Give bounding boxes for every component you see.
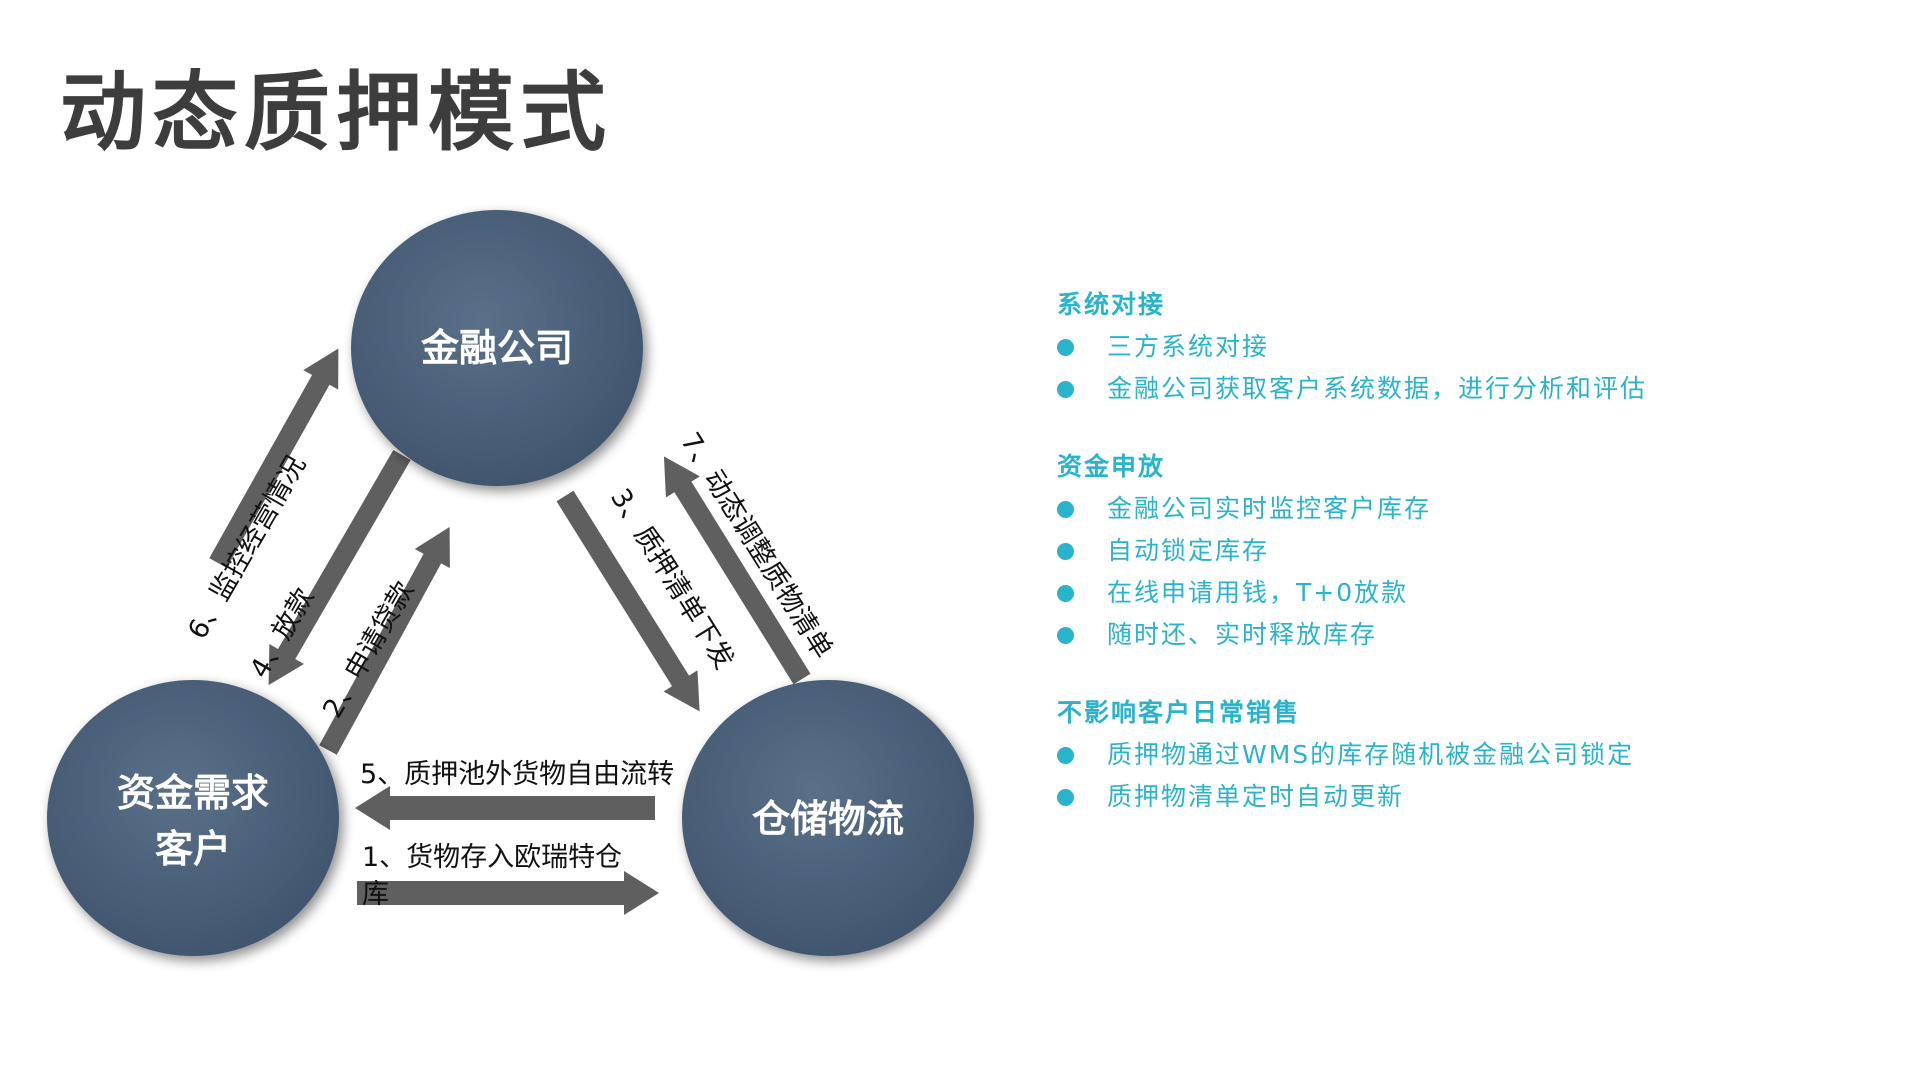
arrow-loan-release xyxy=(268,449,411,686)
node-finance-company-label: 金融公司 xyxy=(420,326,573,370)
arrow-goods-deposit xyxy=(357,871,659,915)
label-step2: 2、申请贷款 xyxy=(317,576,420,723)
arrows xyxy=(209,348,811,915)
list-item: 自动锁定库存 xyxy=(1057,536,1877,566)
node-customer: 资金需求 客户 xyxy=(47,680,339,956)
list-item-text: 自动锁定库存 xyxy=(1107,536,1270,565)
page-title: 动态质押模式 xyxy=(60,63,612,163)
section-title: 不影响客户日常销售 xyxy=(1057,698,1301,727)
bullet-icon xyxy=(1057,381,1074,398)
section-sales-unaffected: 不影响客户日常销售 质押物通过WMS的库存随机被金融公司锁定 质押物清单定时自动… xyxy=(1057,698,1877,812)
node-customer-label-line2: 客户 xyxy=(155,827,231,871)
list-item-text: 质押物清单定时自动更新 xyxy=(1107,782,1405,811)
feature-panel: 系统对接 三方系统对接 金融公司获取客户系统数据，进行分析和评估 资金申放 金融… xyxy=(1057,290,1877,860)
label-step5: 5、质押池外货物自由流转 xyxy=(360,759,674,790)
bullet-icon xyxy=(1057,501,1074,518)
list-item-text: 三方系统对接 xyxy=(1107,332,1270,361)
list-item-text: 在线申请用钱，T+0放款 xyxy=(1107,578,1409,607)
list-item: 三方系统对接 xyxy=(1057,332,1877,362)
arrow-adjust-pledge-list xyxy=(663,456,811,685)
list-item: 在线申请用钱，T+0放款 xyxy=(1057,578,1877,608)
bullet-icon xyxy=(1057,789,1074,806)
list-item: 金融公司获取客户系统数据，进行分析和评估 xyxy=(1057,374,1877,404)
arrow-goods-free-flow xyxy=(355,786,655,830)
list-item: 质押物通过WMS的库存随机被金融公司锁定 xyxy=(1057,740,1877,770)
label-step1-line1: 1、货物存入欧瑞特仓 xyxy=(362,842,622,873)
node-customer-label-line1: 资金需求 xyxy=(117,771,269,815)
section-title: 系统对接 xyxy=(1057,290,1166,319)
arrow-apply-loan xyxy=(319,526,450,755)
node-warehouse: 仓储物流 xyxy=(682,680,974,956)
list-item: 金融公司实时监控客户库存 xyxy=(1057,494,1877,524)
node-warehouse-label: 仓储物流 xyxy=(752,797,904,841)
arrow-pledge-list-issue xyxy=(556,490,700,712)
list-item: 随时还、实时释放库存 xyxy=(1057,620,1877,650)
bullet-icon xyxy=(1057,747,1074,764)
list-item-text: 金融公司实时监控客户库存 xyxy=(1107,494,1432,523)
bullet-icon xyxy=(1057,339,1074,356)
pledge-flow-diagram: 金融公司 资金需求 客户 仓储物流 6、监控经营情况 4、放款 2、申请贷款 3… xyxy=(47,210,974,956)
arrow-monitor-operations xyxy=(209,348,339,568)
section-title: 资金申放 xyxy=(1057,452,1166,481)
list-item: 质押物清单定时自动更新 xyxy=(1057,782,1877,812)
label-step1-line2: 库 xyxy=(362,879,389,910)
node-finance-company: 金融公司 xyxy=(351,210,643,486)
list-item-text: 质押物通过WMS的库存随机被金融公司锁定 xyxy=(1107,740,1635,769)
bullet-icon xyxy=(1057,543,1074,560)
section-fund-application: 资金申放 金融公司实时监控客户库存 自动锁定库存 在线申请用钱，T+0放款 随时… xyxy=(1057,452,1877,650)
list-item-text: 随时还、实时释放库存 xyxy=(1107,620,1378,649)
list-item-text: 金融公司获取客户系统数据，进行分析和评估 xyxy=(1107,374,1648,403)
bullet-icon xyxy=(1057,585,1074,602)
bullet-icon xyxy=(1057,627,1074,644)
section-system-integration: 系统对接 三方系统对接 金融公司获取客户系统数据，进行分析和评估 xyxy=(1057,290,1877,404)
